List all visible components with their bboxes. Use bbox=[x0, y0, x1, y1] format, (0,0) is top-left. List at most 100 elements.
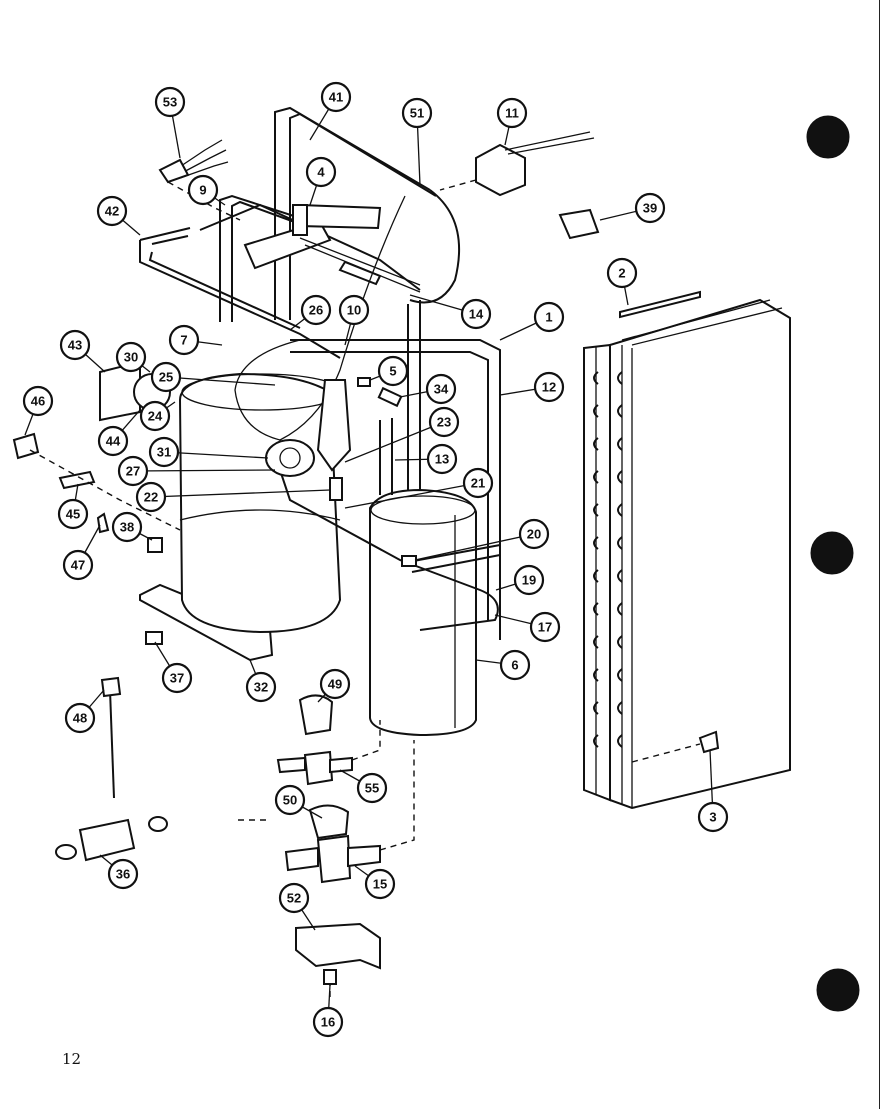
callout-label-43: 43 bbox=[68, 338, 82, 353]
callout-label-17: 17 bbox=[538, 620, 552, 635]
callout-17: 17 bbox=[529, 611, 561, 643]
callout-label-37: 37 bbox=[170, 671, 184, 686]
callout-49: 49 bbox=[319, 668, 351, 700]
callout-42: 42 bbox=[96, 195, 128, 227]
callout-label-53: 53 bbox=[163, 95, 177, 110]
callout-43: 43 bbox=[59, 329, 91, 361]
capacitor-cap-left bbox=[55, 844, 77, 860]
callout-36: 36 bbox=[107, 858, 139, 890]
coil-bend bbox=[593, 635, 599, 649]
bracket-screw bbox=[323, 969, 337, 985]
coil-bend bbox=[617, 569, 623, 583]
leader-31 bbox=[163, 451, 269, 459]
callout-26: 26 bbox=[300, 294, 332, 326]
callout-47: 47 bbox=[62, 549, 94, 581]
callout-53: 53 bbox=[154, 86, 186, 118]
callout-label-36: 36 bbox=[116, 867, 130, 882]
callout-45: 45 bbox=[57, 498, 89, 530]
coil-bend bbox=[617, 536, 623, 550]
callout-15: 15 bbox=[364, 868, 396, 900]
thermostat-box bbox=[475, 143, 526, 197]
callout-label-9: 9 bbox=[199, 183, 206, 198]
coil-bend bbox=[617, 668, 623, 682]
callout-41: 41 bbox=[320, 81, 352, 113]
callout-19: 19 bbox=[513, 564, 545, 596]
coil-bend bbox=[617, 371, 623, 385]
capillary-fitting bbox=[338, 260, 382, 286]
callout-label-30: 30 bbox=[124, 350, 138, 365]
callout-38: 38 bbox=[111, 511, 143, 543]
leader-21 bbox=[344, 482, 479, 509]
bolt-dash bbox=[631, 743, 701, 763]
coil-bend bbox=[617, 635, 623, 649]
callout-27: 27 bbox=[117, 455, 149, 487]
coil-bolt bbox=[698, 730, 720, 754]
wire-harness bbox=[234, 195, 406, 441]
harness-wires bbox=[174, 139, 229, 179]
binder-hole-middle bbox=[810, 531, 854, 575]
callout-label-38: 38 bbox=[120, 520, 134, 535]
fitting-20 bbox=[401, 555, 417, 567]
tie-strap-head bbox=[100, 676, 122, 698]
thermostat-dash bbox=[439, 179, 477, 191]
coil-bend bbox=[593, 701, 599, 715]
service-valve-lower bbox=[238, 740, 415, 884]
coil-bend bbox=[617, 404, 623, 418]
callout-label-1: 1 bbox=[545, 310, 552, 325]
coil-bend bbox=[593, 668, 599, 682]
fuse bbox=[58, 470, 96, 490]
leader-27 bbox=[132, 469, 276, 472]
coil-bend bbox=[617, 602, 623, 616]
binder-hole-bottom bbox=[816, 968, 860, 1012]
page-number: 12 bbox=[62, 1050, 82, 1068]
leader-22 bbox=[150, 489, 331, 498]
valve-stem bbox=[329, 477, 343, 501]
callout-16: 16 bbox=[312, 1006, 344, 1038]
screw-47 bbox=[96, 512, 110, 534]
coil-bend bbox=[593, 602, 599, 616]
coil-bend bbox=[593, 569, 599, 583]
callout-label-12: 12 bbox=[542, 380, 556, 395]
wire-dash bbox=[29, 449, 181, 531]
binder-hole-top bbox=[806, 115, 850, 159]
callout-label-2: 2 bbox=[618, 266, 625, 281]
callout-4: 4 bbox=[305, 156, 337, 188]
callout-3: 3 bbox=[697, 801, 729, 833]
callout-label-46: 46 bbox=[31, 394, 45, 409]
callout-1: 1 bbox=[533, 301, 565, 333]
callout-label-14: 14 bbox=[469, 307, 484, 322]
callout-label-10: 10 bbox=[347, 303, 361, 318]
callout-12: 12 bbox=[533, 371, 565, 403]
grommet-37 bbox=[145, 631, 163, 645]
callout-14: 14 bbox=[460, 298, 492, 330]
callout-label-4: 4 bbox=[317, 165, 325, 180]
run-capacitor bbox=[78, 818, 136, 862]
callout-24: 24 bbox=[139, 400, 171, 432]
callout-30: 30 bbox=[115, 341, 147, 373]
coil-bend bbox=[593, 404, 599, 418]
callout-label-50: 50 bbox=[283, 793, 297, 808]
callout-2: 2 bbox=[606, 257, 638, 289]
callout-label-39: 39 bbox=[643, 201, 657, 216]
callout-label-48: 48 bbox=[73, 711, 87, 726]
callout-label-52: 52 bbox=[287, 891, 301, 906]
callout-label-27: 27 bbox=[126, 464, 140, 479]
callout-label-20: 20 bbox=[527, 527, 541, 542]
coil-bend bbox=[593, 503, 599, 517]
callout-label-21: 21 bbox=[471, 476, 485, 491]
leader-23 bbox=[344, 421, 445, 463]
callout-label-45: 45 bbox=[66, 507, 80, 522]
callout-20: 20 bbox=[518, 518, 550, 550]
callout-label-41: 41 bbox=[329, 90, 343, 105]
callout-25: 25 bbox=[150, 361, 182, 393]
callout-39: 39 bbox=[634, 192, 666, 224]
callout-label-49: 49 bbox=[328, 677, 342, 692]
condenser-coil bbox=[583, 298, 791, 810]
callout-37: 37 bbox=[161, 662, 193, 694]
callout-label-24: 24 bbox=[148, 409, 163, 424]
callout-label-47: 47 bbox=[71, 558, 85, 573]
coil-top-strip bbox=[619, 290, 701, 319]
callout-5: 5 bbox=[377, 355, 409, 387]
filter-drier bbox=[243, 203, 382, 270]
